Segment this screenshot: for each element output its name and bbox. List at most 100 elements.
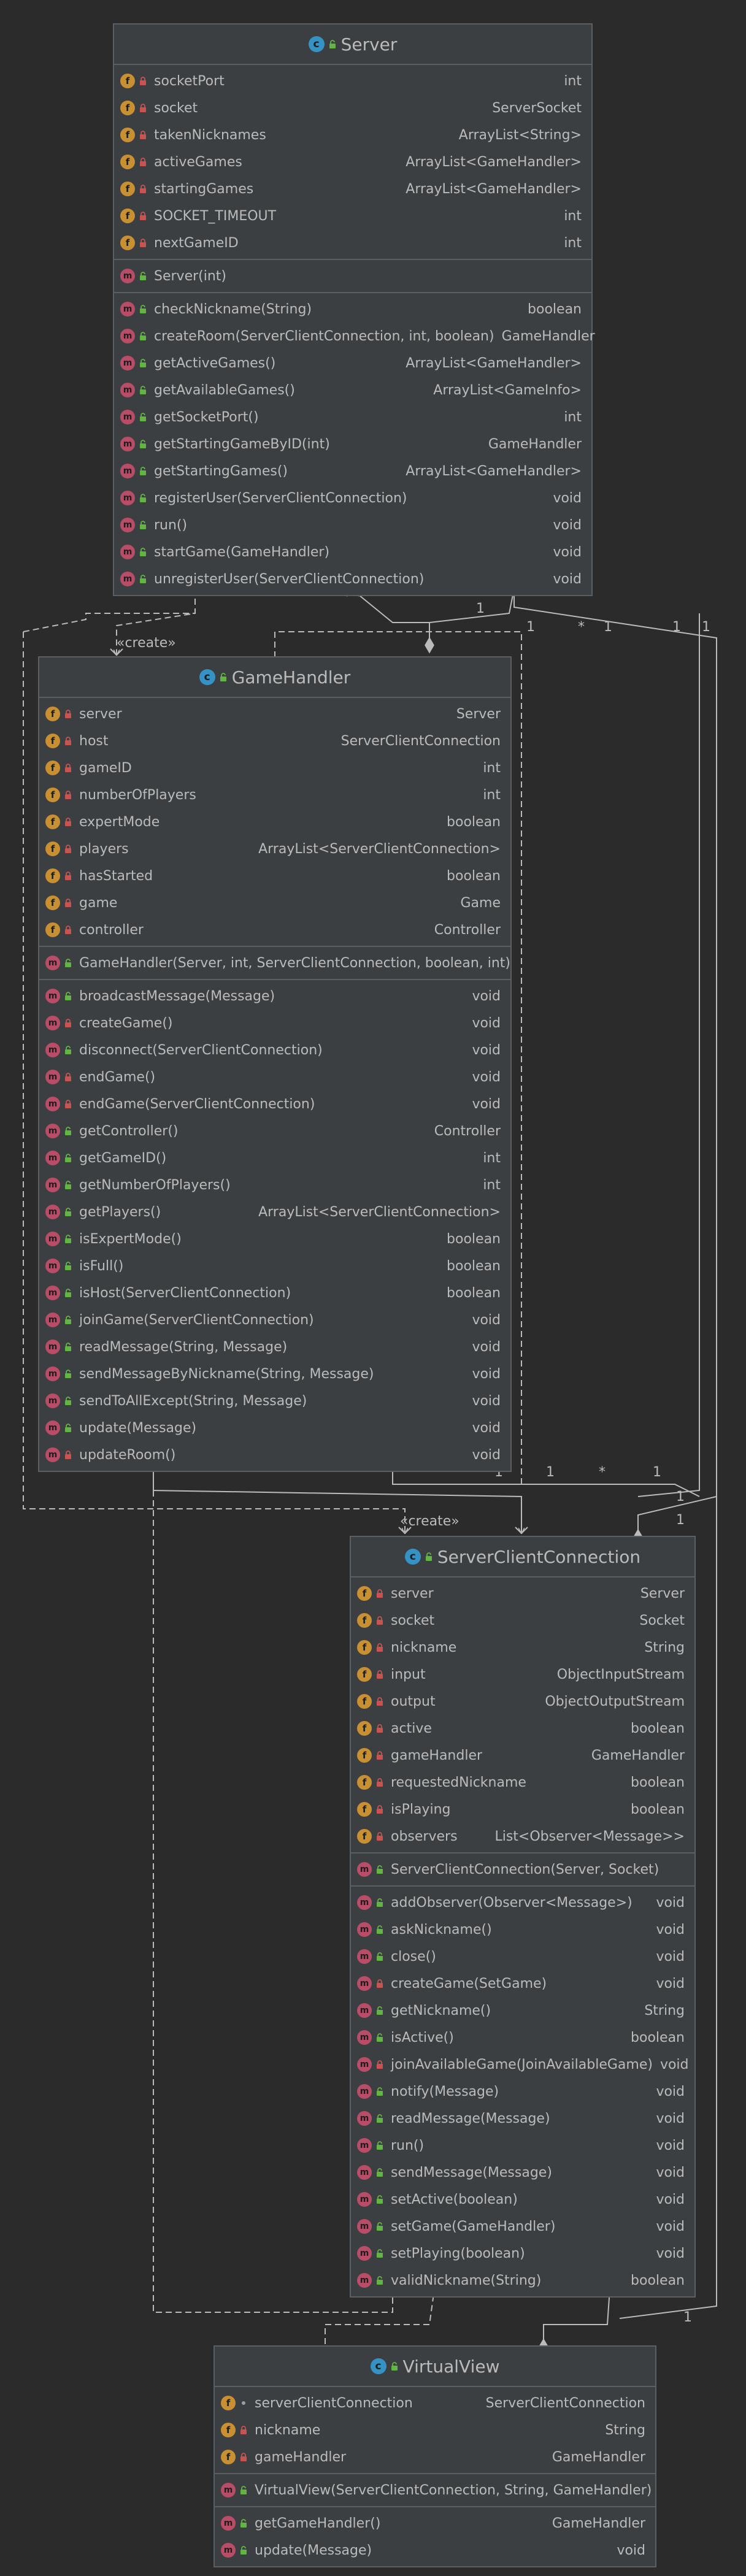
method-type: void (656, 2164, 685, 2180)
method-type: void (656, 1895, 685, 1911)
field-icon: f (357, 1775, 372, 1790)
public-unlock-icon (140, 386, 146, 394)
method-icon: m (357, 2192, 372, 2207)
method-icon: m (357, 2057, 372, 2072)
method-type: void (656, 2245, 685, 2261)
method-name: endGame(ServerClientConnection) (79, 1096, 315, 1112)
private-lock-icon (377, 1670, 383, 1679)
field-name: server (391, 1585, 434, 1601)
method-type: void (472, 1015, 501, 1031)
field-name: gameID (79, 760, 132, 776)
method-icon: m (120, 518, 135, 532)
public-unlock-icon (65, 1424, 71, 1432)
dependency-gamehandler-server (274, 631, 522, 1484)
method-type: boolean (631, 2030, 685, 2045)
method-icon: m (45, 1124, 60, 1138)
